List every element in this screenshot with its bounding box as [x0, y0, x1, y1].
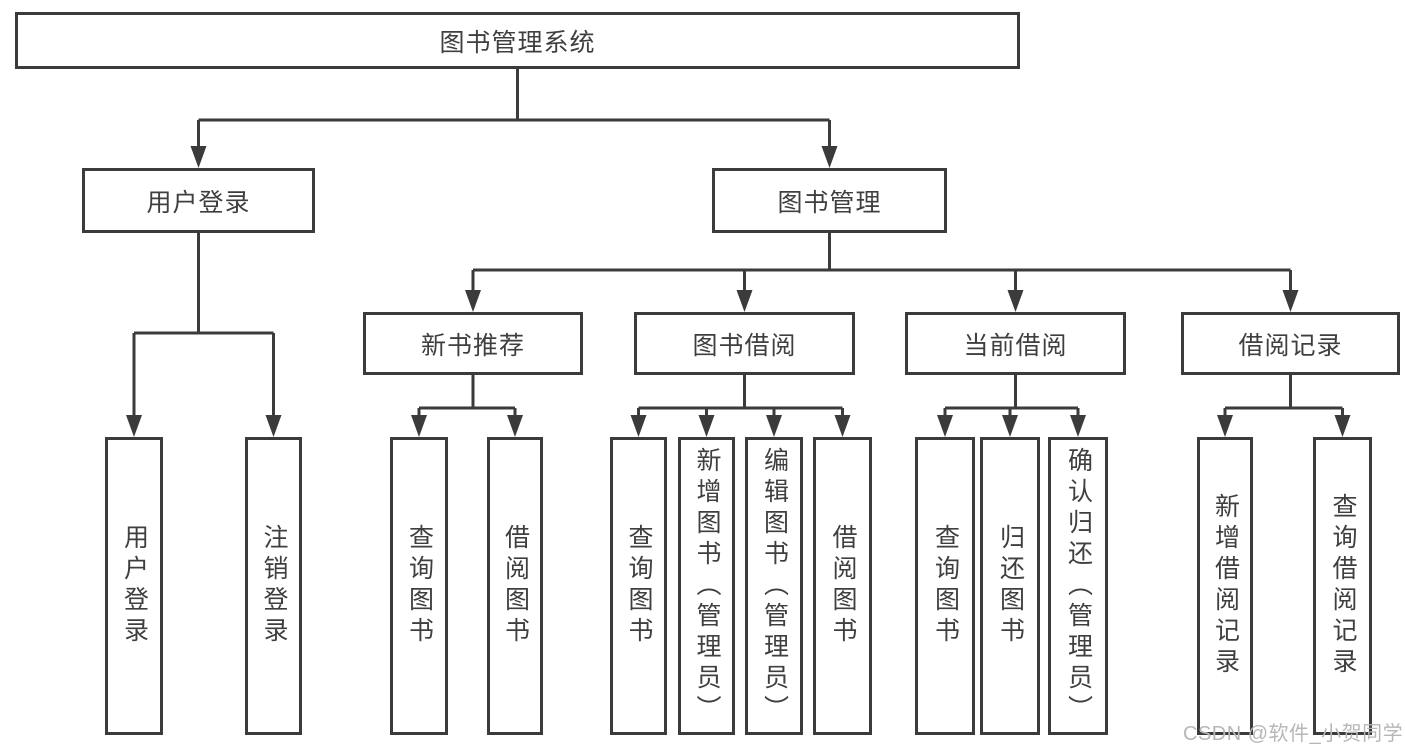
node-leaf-add-borrow-record: 新增借阅记录	[1197, 437, 1253, 735]
node-leaf-return-book: 归还图书	[980, 437, 1040, 735]
node-book-management: 图书管理	[712, 168, 947, 233]
node-new-book-recommendation: 新书推荐	[363, 312, 583, 375]
node-current-borrowing: 当前借阅	[905, 312, 1126, 375]
node-library-management-system: 图书管理系统	[15, 12, 1020, 69]
node-leaf-borrow-book-rec: 借阅图书	[487, 437, 543, 735]
node-borrowing-records: 借阅记录	[1181, 312, 1400, 375]
node-leaf-query-book-rec: 查询图书	[390, 437, 448, 735]
node-leaf-confirm-return-admin: 确认归还（管理员）	[1048, 437, 1108, 735]
node-leaf-query-book-borrow: 查询图书	[610, 437, 667, 735]
node-book-borrowing: 图书借阅	[634, 312, 855, 375]
node-leaf-user-login: 用户登录	[105, 437, 163, 735]
node-leaf-query-borrow-record: 查询借阅记录	[1313, 437, 1372, 735]
node-leaf-add-book-admin: 新增图书（管理员）	[678, 437, 735, 735]
node-leaf-edit-book-admin: 编辑图书（管理员）	[745, 437, 803, 735]
watermark: CSDN @软件_小贺同学	[1183, 723, 1404, 745]
node-user-login: 用户登录	[82, 168, 315, 233]
node-leaf-borrow-book: 借阅图书	[813, 437, 872, 735]
node-leaf-query-book-current: 查询图书	[915, 437, 975, 735]
node-leaf-logout: 注销登录	[245, 437, 302, 735]
